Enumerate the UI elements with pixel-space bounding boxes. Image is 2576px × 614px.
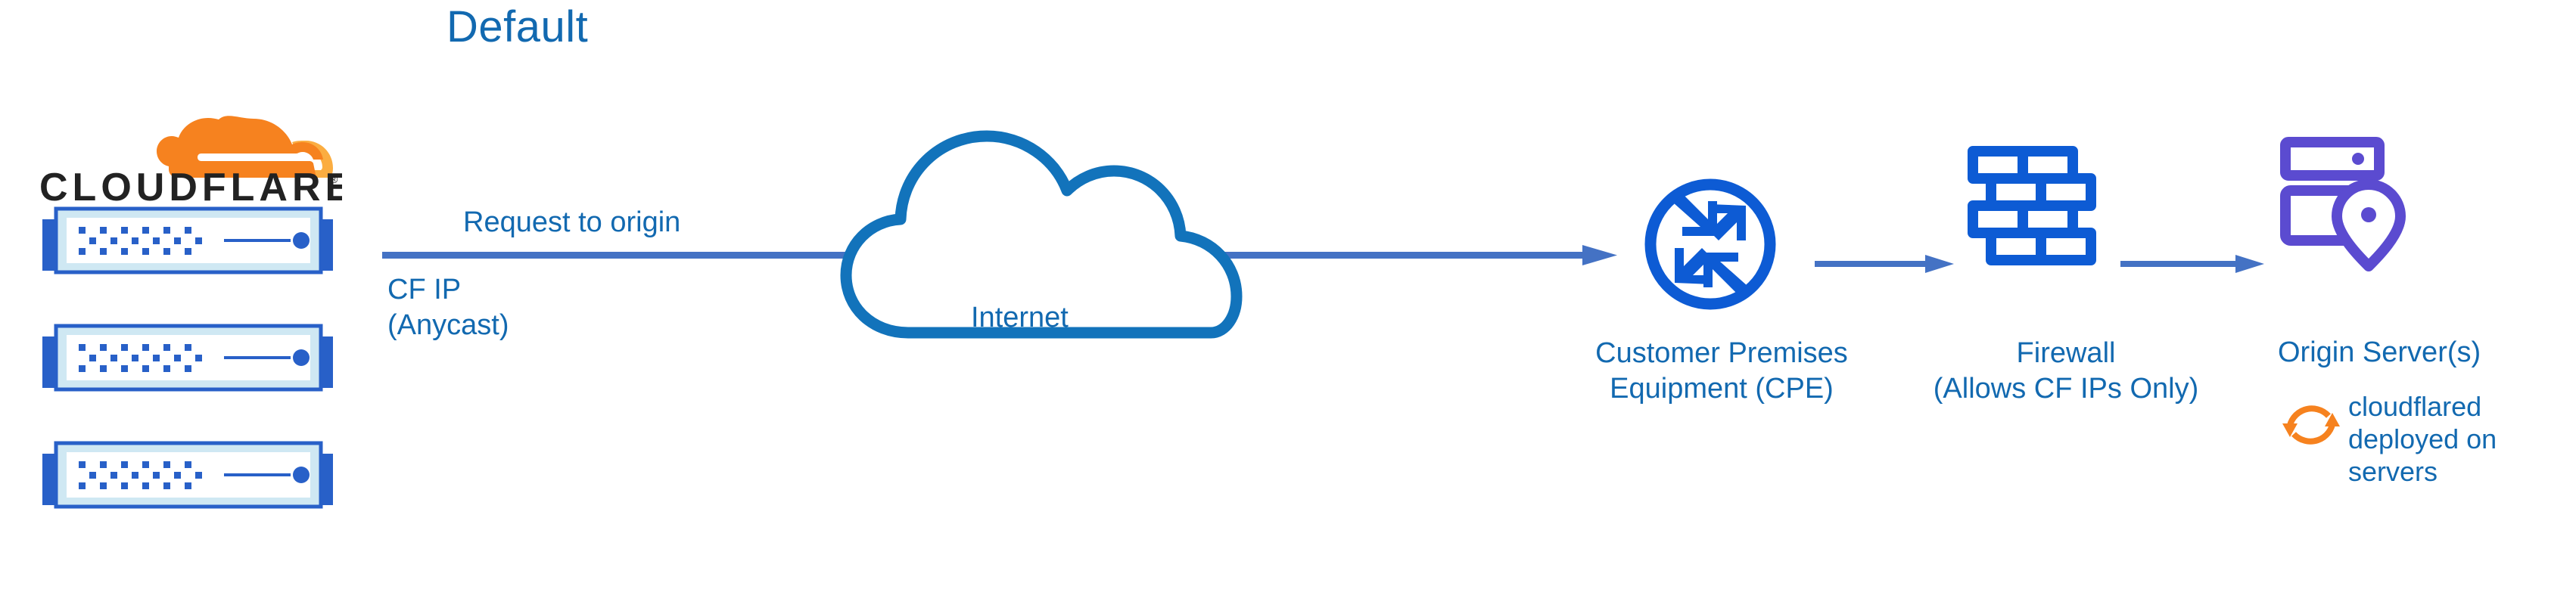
brick-wall-icon [1964, 144, 2100, 299]
node-note-cloudflared: cloudflared deployed on servers [2348, 390, 2522, 488]
cloudflared-note-line-2: deployed on [2348, 423, 2497, 454]
node-label-firewall: Firewall (Allows CF IPs Only) [1899, 336, 2232, 407]
cf-ip-line-2: (Anycast) [387, 309, 509, 341]
cloudflare-wordmark: CLOUDFLARE [39, 166, 342, 204]
node-label-cpe: Customer Premises Equipment (CPE) [1548, 336, 1896, 407]
connection-sublabel-cf-ip: CF IP (Anycast) [387, 272, 614, 343]
registered-mark: ® [330, 173, 338, 185]
cloudflare-cloud-logo: CLOUDFLARE ® [39, 106, 342, 204]
cpe-label-line-2: Equipment (CPE) [1610, 373, 1834, 405]
node-label-internet: Internet [971, 302, 1069, 333]
node-label-origin-server: Origin Server(s) [2278, 336, 2481, 368]
diagram-title: Default [446, 2, 589, 51]
cloudflared-note-line-1: cloudflared [2348, 391, 2482, 422]
sync-arrows-icon [2279, 393, 2343, 460]
connection-label-request-to-origin: Request to origin [463, 206, 681, 238]
arrow-cpe-to-firewall [1815, 252, 1958, 281]
router-icon [1638, 172, 1782, 320]
cpe-label-line-1: Customer Premises [1595, 337, 1848, 369]
cloudflare-edge-server [36, 437, 339, 526]
cloudflare-edge-server [36, 320, 339, 409]
cloud-icon [832, 106, 1286, 352]
arrow-firewall-to-origin [2120, 252, 2269, 281]
cloudflared-note-line-3: servers [2348, 456, 2438, 487]
cloudflare-edge-server [36, 203, 339, 292]
firewall-label-line-1: Firewall [2016, 337, 2116, 369]
cf-ip-line-1: CF IP [387, 274, 462, 305]
server-rack-location-pin-icon [2278, 136, 2414, 291]
firewall-label-line-2: (Allows CF IPs Only) [1933, 373, 2199, 405]
